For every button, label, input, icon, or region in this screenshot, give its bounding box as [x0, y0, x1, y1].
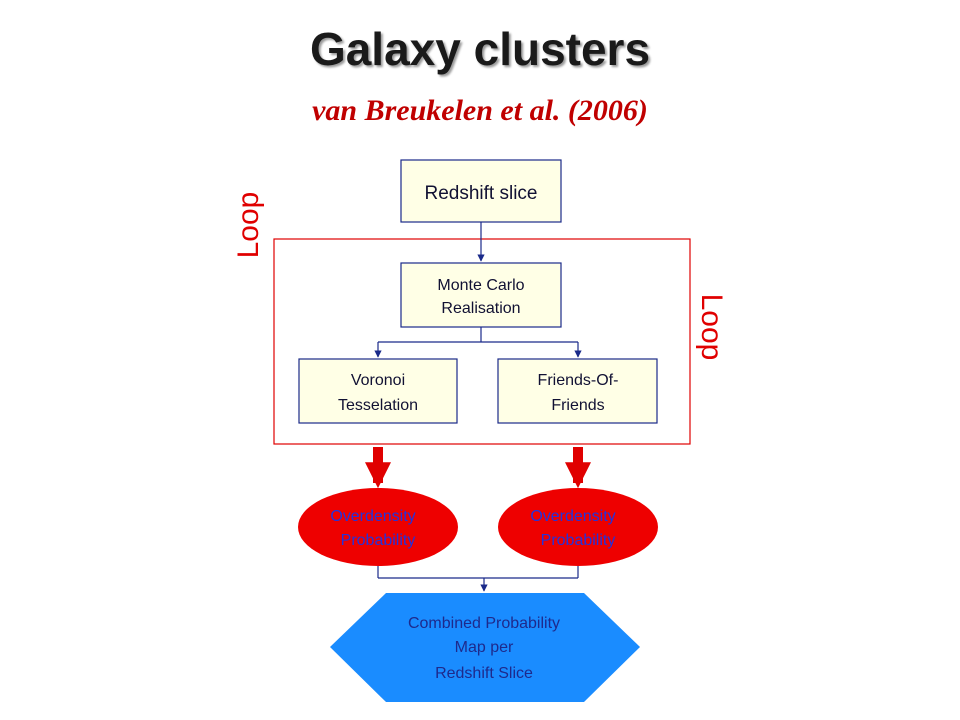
page-title: Galaxy clusters	[309, 23, 651, 75]
overdensity-right-line1: Overdensity	[530, 508, 615, 525]
overdensity-right-line2: Probability	[541, 532, 616, 549]
overdensity-left-line1: Overdensity	[330, 508, 415, 525]
redshift-slice-label: Redshift slice	[425, 183, 538, 204]
combined-probability-hexagon	[330, 593, 640, 702]
loop-label-outer: Loop	[232, 192, 265, 259]
combined-label-line3: Redshift Slice	[435, 665, 533, 682]
loop-label-inner: Loop	[695, 294, 728, 361]
voronoi-box	[298, 358, 458, 424]
page-subtitle: van Breukelen et al. (2006)	[312, 94, 648, 127]
redshift-slice-box	[400, 159, 562, 223]
combined-label-line1: Combined Probability	[408, 615, 560, 632]
loop-region	[273, 238, 691, 445]
fof-box	[497, 358, 658, 424]
monte-carlo-label-line1: Monte Carlo	[437, 277, 524, 294]
overdensity-right-ellipse	[498, 488, 658, 566]
monte-carlo-label-line2: Realisation	[441, 300, 520, 317]
overdensity-left-ellipse	[298, 488, 458, 566]
fof-label-line2: Friends	[551, 397, 604, 414]
overdensity-left-line2: Probability	[341, 532, 416, 549]
monte-carlo-box	[400, 262, 562, 328]
combined-label-line2: Map per	[455, 639, 514, 656]
fof-label-line1: Friends-Of-	[538, 372, 619, 389]
voronoi-label-line1: Voronoi	[351, 372, 405, 389]
voronoi-label-line2: Tesselation	[338, 397, 418, 414]
